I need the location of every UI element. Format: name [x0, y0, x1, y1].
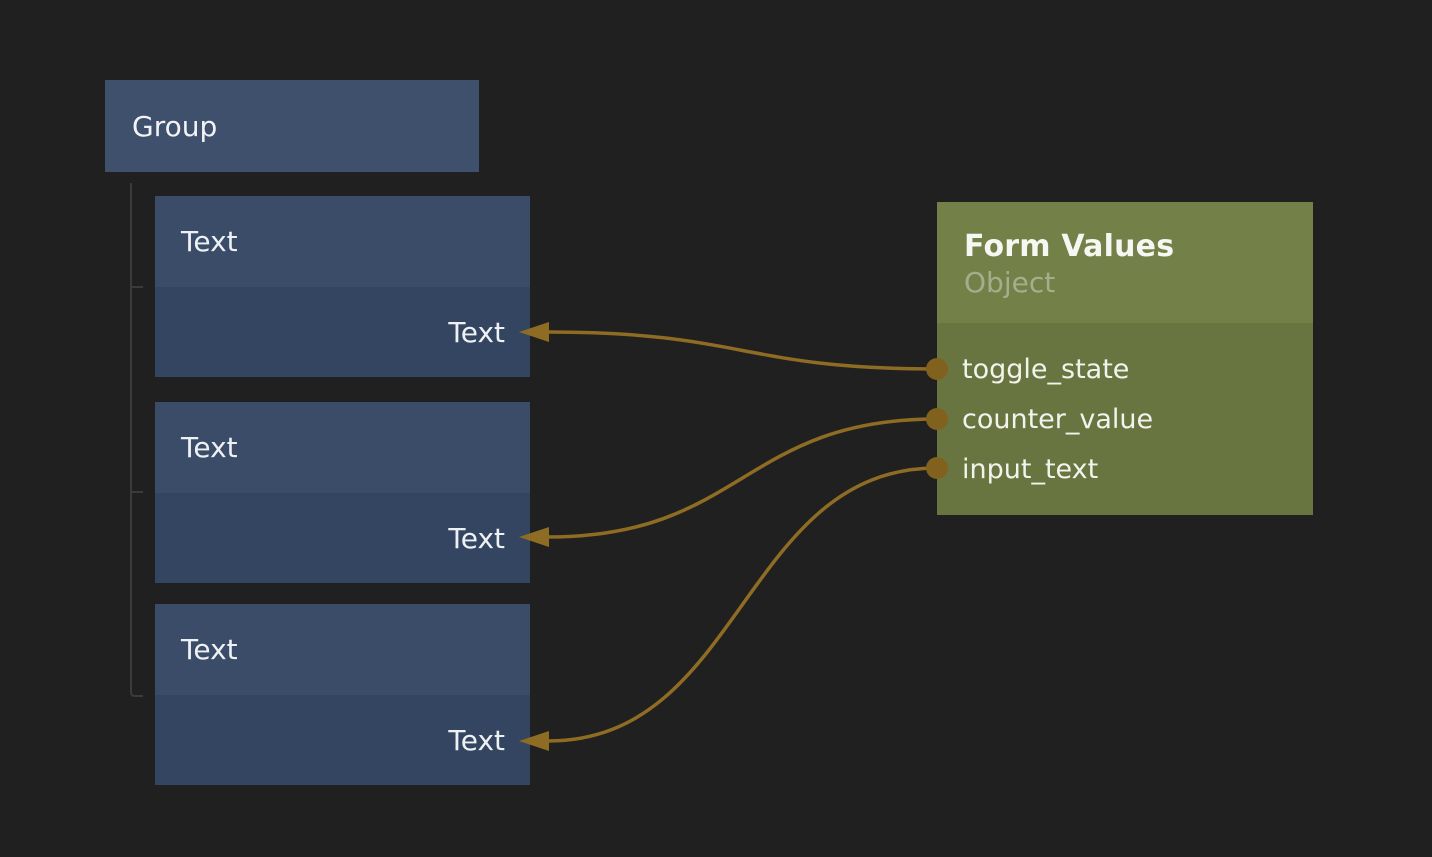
text-node-1-input-label: Text: [448, 315, 505, 349]
form-values-node-title: Form Values: [964, 229, 1175, 264]
form-values-field-counter_value-label: counter_value: [962, 403, 1154, 435]
form-values-field-toggle_state-label: toggle_state: [962, 353, 1130, 385]
form-values-node-header[interactable]: Form Values Object: [937, 202, 1313, 323]
group-node-title: Group: [132, 109, 218, 143]
tree-line-group-children: [130, 183, 143, 697]
text-node-2-header[interactable]: Text: [155, 402, 530, 493]
input-port-arrow-text-node-1[interactable]: [519, 322, 549, 342]
wire-counter_value-to-text-node-2[interactable]: [546, 417, 939, 539]
text-node-1[interactable]: Text Text: [155, 196, 530, 377]
text-node-2[interactable]: Text Text: [155, 402, 530, 583]
text-node-2-body[interactable]: Text: [155, 493, 530, 583]
text-node-3-input-label: Text: [448, 723, 505, 757]
text-node-1-title: Text: [181, 225, 238, 258]
text-node-3-title: Text: [181, 633, 238, 666]
input-port-arrow-text-node-2[interactable]: [519, 527, 549, 547]
form-values-field-counter_value[interactable]: counter_value: [937, 394, 1313, 444]
text-node-3[interactable]: Text Text: [155, 604, 530, 785]
text-node-3-header[interactable]: Text: [155, 604, 530, 695]
text-node-1-header[interactable]: Text: [155, 196, 530, 287]
output-port-dot-input_text[interactable]: [926, 457, 948, 479]
wire-toggle_state-to-text-node-1[interactable]: [546, 330, 939, 371]
form-values-node-subtitle: Object: [964, 266, 1056, 299]
text-node-1-body[interactable]: Text: [155, 287, 530, 377]
group-node[interactable]: Group: [105, 80, 479, 172]
input-port-arrow-text-node-3[interactable]: [519, 731, 549, 751]
text-node-2-input-label: Text: [448, 521, 505, 555]
form-values-field-input_text-label: input_text: [962, 453, 1099, 485]
text-node-3-body[interactable]: Text: [155, 695, 530, 785]
output-port-dot-toggle_state[interactable]: [926, 358, 948, 380]
output-port-dot-counter_value[interactable]: [926, 408, 948, 430]
text-node-2-title: Text: [181, 431, 238, 464]
form-values-field-toggle_state[interactable]: toggle_state: [937, 344, 1313, 394]
form-values-node[interactable]: Form Values Object toggle_state counter_…: [937, 202, 1313, 515]
wire-input_text-to-text-node-3[interactable]: [546, 466, 939, 743]
form-values-node-body: toggle_state counter_value input_text: [937, 323, 1313, 515]
form-values-field-input_text[interactable]: input_text: [937, 444, 1313, 494]
